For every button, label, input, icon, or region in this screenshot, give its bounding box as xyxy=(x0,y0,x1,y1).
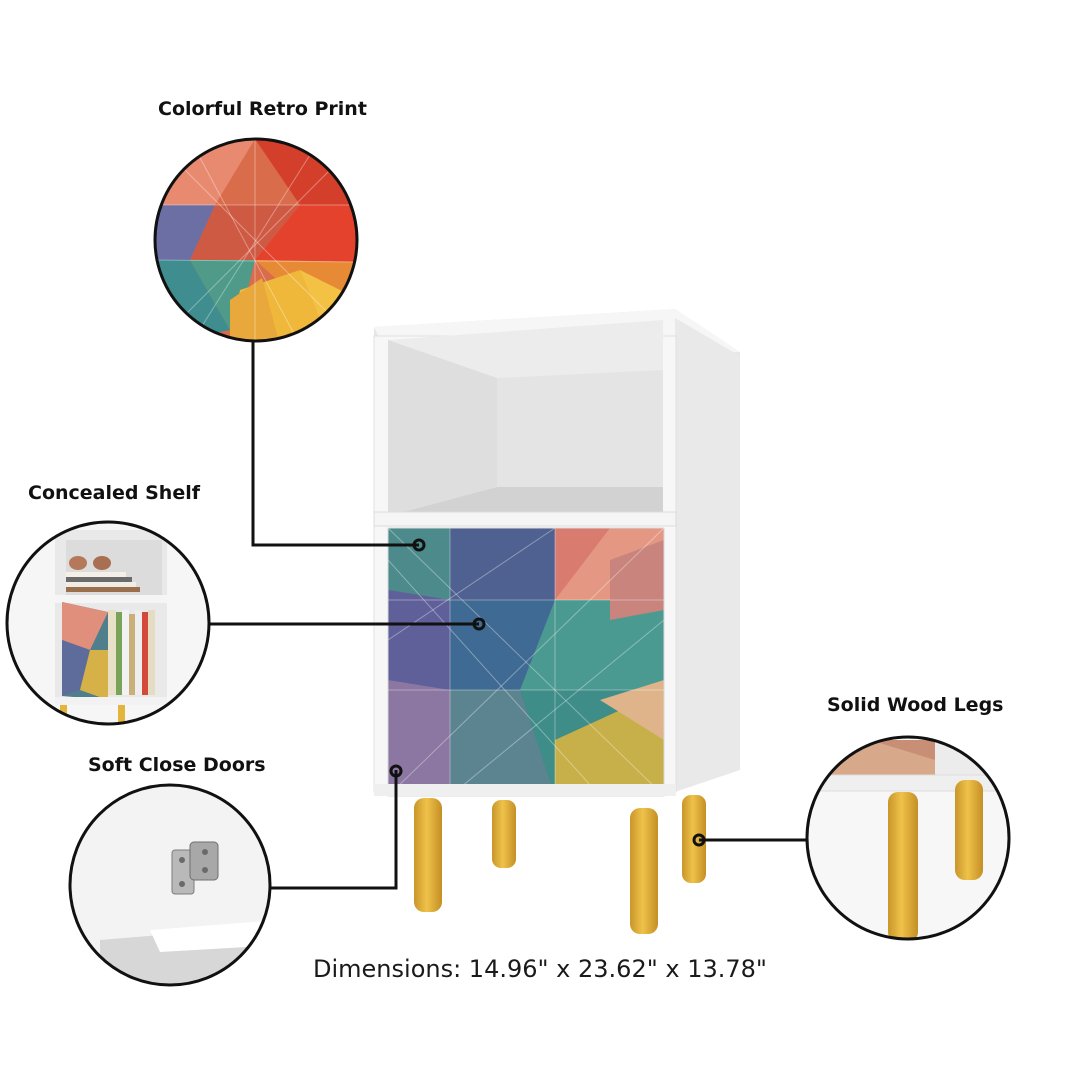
concealed-shelf-ring xyxy=(5,520,211,726)
soft-close-closeup xyxy=(70,785,270,985)
label-solid-wood-legs: Solid Wood Legs xyxy=(827,694,1004,716)
concealed-shelf-closeup xyxy=(7,522,209,724)
wood-legs-closeup xyxy=(807,737,1009,939)
leg-back-left xyxy=(492,800,516,868)
label-concealed-shelf: Concealed Shelf xyxy=(28,482,200,504)
cabinet-door xyxy=(388,528,664,796)
nightstand xyxy=(373,309,740,934)
dimensions-text: Dimensions: 14.96" x 23.62" x 13.78" xyxy=(313,955,767,983)
leg-front-left xyxy=(414,798,442,912)
leg-front-right xyxy=(630,808,658,934)
soft-close-ring xyxy=(68,783,272,987)
retro-print-ring xyxy=(153,137,359,343)
callout-dots xyxy=(389,538,706,847)
callout-lines xyxy=(210,341,807,890)
label-colorful-retro-print: Colorful Retro Print xyxy=(158,98,367,120)
retro-print-closeup xyxy=(155,139,357,341)
wood-legs-ring xyxy=(805,735,1011,941)
label-soft-close-doors: Soft Close Doors xyxy=(88,754,266,776)
